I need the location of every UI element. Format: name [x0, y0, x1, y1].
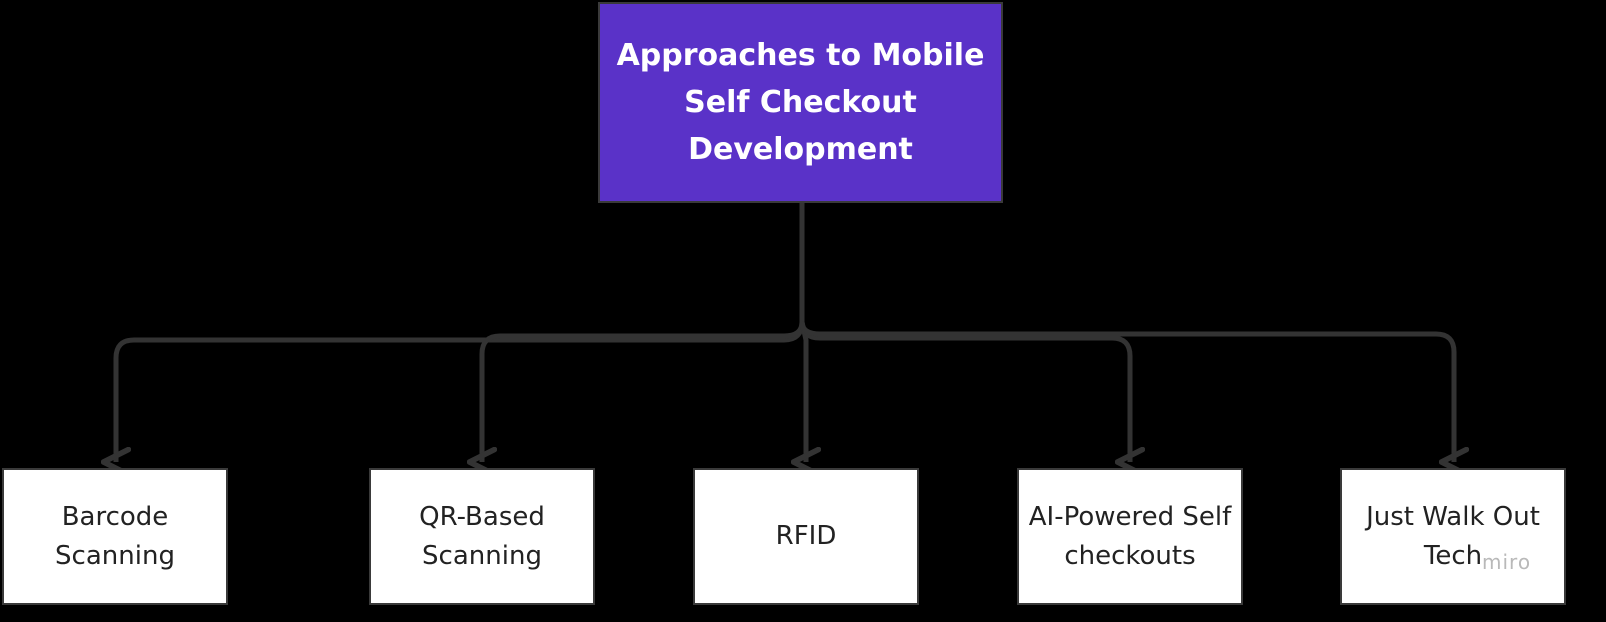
node-label: QR-Based Scanning: [419, 501, 545, 571]
node-rfid[interactable]: RFID: [693, 468, 919, 605]
connector-rfid: [802, 321, 806, 462]
connector-barcode: [116, 321, 805, 462]
connector-qr: [482, 321, 805, 462]
node-label: AI-Powered Self checkouts: [1028, 501, 1232, 571]
node-barcode-scanning[interactable]: Barcode Scanning: [2, 468, 228, 605]
node-ai-powered-self-checkouts[interactable]: AI-Powered Self checkouts: [1017, 468, 1243, 605]
node-label: Barcode Scanning: [55, 501, 175, 571]
node-qr-based-scanning[interactable]: QR-Based Scanning: [369, 468, 595, 605]
root-node[interactable]: Approaches to Mobile Self Checkout Devel…: [598, 2, 1003, 203]
miro-watermark: miro: [1482, 550, 1532, 574]
node-label: Just Walk Out Tech: [1366, 501, 1540, 571]
root-title: Approaches to Mobile Self Checkout Devel…: [616, 38, 985, 167]
node-just-walk-out-tech[interactable]: Just Walk Out Tech: [1340, 468, 1566, 605]
connector-ai: [799, 321, 1130, 462]
connector-walkout: [799, 321, 1454, 462]
node-label: RFID: [775, 521, 837, 551]
